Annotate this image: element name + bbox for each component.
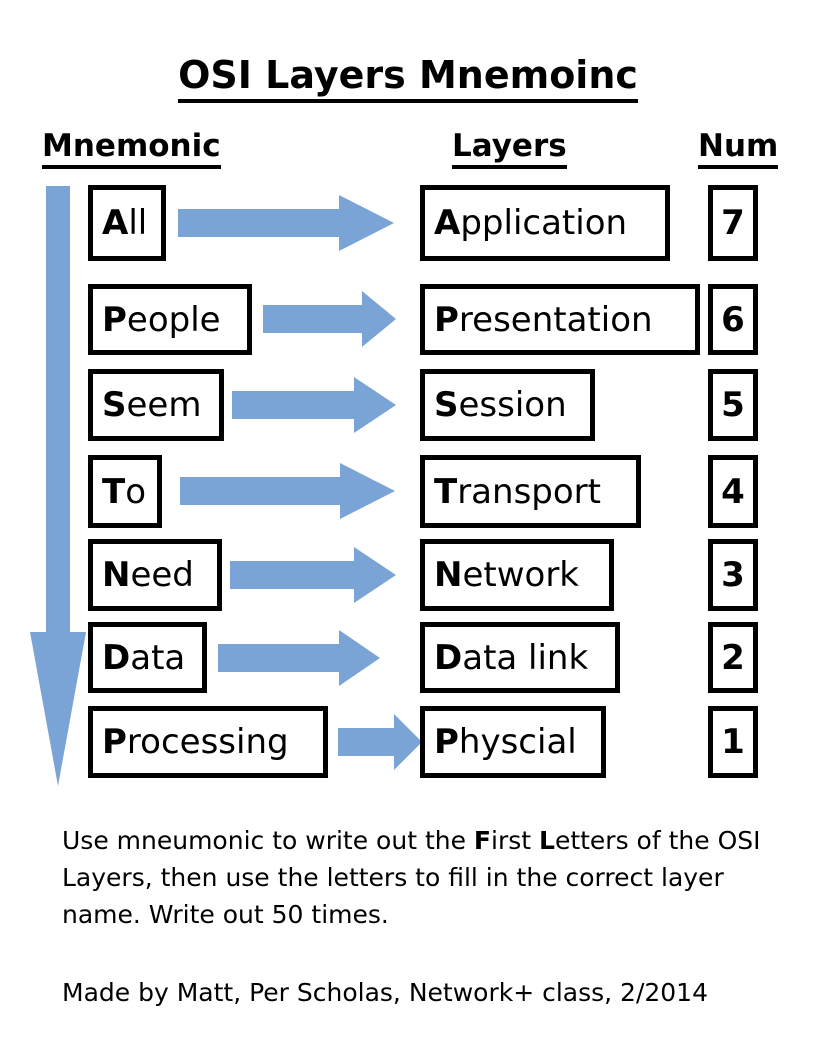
right-arrow-icon-1 xyxy=(178,195,394,251)
layer-initial: S xyxy=(434,385,459,425)
page-title: OSI Layers Mnemoinc xyxy=(0,52,816,103)
credit-text: Made by Matt, Per Scholas, Network+ clas… xyxy=(62,978,708,1007)
right-arrow-icon-5 xyxy=(230,547,396,603)
mnemonic-initial: T xyxy=(102,471,126,512)
num-value: 3 xyxy=(721,555,745,595)
instruction-text: Use mneumonic to write out the First Let… xyxy=(62,822,762,933)
down-arrow-shape xyxy=(30,186,86,786)
num-box-3[interactable]: 3 xyxy=(708,539,758,611)
right-arrow-shape xyxy=(338,714,422,770)
layer-initial: N xyxy=(434,555,463,595)
mnemonic-initial: A xyxy=(102,203,129,243)
layer-rest: resentation xyxy=(458,299,653,340)
num-box-5[interactable]: 5 xyxy=(708,369,758,441)
num-box-6[interactable]: 6 xyxy=(708,284,758,355)
layer-rest: pplication xyxy=(460,203,628,243)
num-value: 4 xyxy=(721,471,745,512)
right-arrow-shape xyxy=(263,291,396,347)
num-box-2[interactable]: 2 xyxy=(708,622,758,693)
down-arrow-icon xyxy=(20,186,96,786)
right-arrow-shape xyxy=(232,377,396,433)
num-value: 1 xyxy=(721,722,745,762)
right-arrow-icon-7 xyxy=(338,714,422,770)
column-header-num-text: Num xyxy=(698,128,779,169)
num-box-7[interactable]: 7 xyxy=(708,185,758,261)
num-value: 5 xyxy=(721,385,745,425)
mnemonic-initial: S xyxy=(102,385,127,425)
instruction-part3: etters of the OSI Layers, then use the l… xyxy=(62,826,761,929)
instruction-part1: Use mneumonic to write out the xyxy=(62,826,474,855)
layer-initial: A xyxy=(434,203,461,243)
mnemonic-rest: o xyxy=(125,471,147,512)
layer-initial: D xyxy=(434,637,463,678)
right-arrow-icon-6 xyxy=(218,630,380,686)
mnemonic-rest: eed xyxy=(130,555,194,595)
layer-rest: ransport xyxy=(457,471,601,512)
mnemonic-rest: eople xyxy=(126,299,221,340)
right-arrow-icon-4 xyxy=(180,463,395,519)
layer-rest: ata link xyxy=(462,637,589,678)
page-title-text: OSI Layers Mnemoinc xyxy=(178,53,638,103)
layer-initial: T xyxy=(434,471,458,512)
num-value: 7 xyxy=(721,203,745,243)
num-box-1[interactable]: 1 xyxy=(708,706,758,778)
instruction-part2: irst xyxy=(491,826,539,855)
instruction-bold-l: L xyxy=(539,826,555,855)
num-box-4[interactable]: 4 xyxy=(708,455,758,528)
layer-initial: P xyxy=(434,722,459,762)
instruction-bold-f: F xyxy=(473,826,491,855)
right-arrow-shape xyxy=(230,547,396,603)
right-arrow-icon-2 xyxy=(263,291,396,347)
layer-rest: etwork xyxy=(462,555,579,595)
right-arrow-shape xyxy=(180,463,395,519)
mnemonic-initial: D xyxy=(102,637,131,678)
column-header-layers: Layers xyxy=(452,128,567,169)
column-header-num: Num xyxy=(698,128,779,169)
layer-initial: P xyxy=(434,299,459,340)
mnemonic-initial: N xyxy=(102,555,131,595)
layer-rest: hyscial xyxy=(458,722,577,762)
mnemonic-initial: P xyxy=(102,299,127,340)
mnemonic-rest: eem xyxy=(126,385,202,425)
layer-rest: ession xyxy=(458,385,567,425)
num-value: 6 xyxy=(721,299,745,340)
mnemonic-rest: ata xyxy=(130,637,186,678)
mnemonic-initial: P xyxy=(102,722,127,762)
mnemonic-rest: rocessing xyxy=(126,722,289,762)
right-arrow-icon-3 xyxy=(232,377,396,433)
num-value: 2 xyxy=(721,637,745,678)
right-arrow-shape xyxy=(178,195,394,251)
column-header-mnemonic: Mnemonic xyxy=(42,128,221,169)
right-arrow-shape xyxy=(218,630,380,686)
mnemonic-rest: ll xyxy=(128,203,148,243)
column-header-mnemonic-text: Mnemonic xyxy=(42,128,221,169)
column-header-layers-text: Layers xyxy=(452,128,567,169)
